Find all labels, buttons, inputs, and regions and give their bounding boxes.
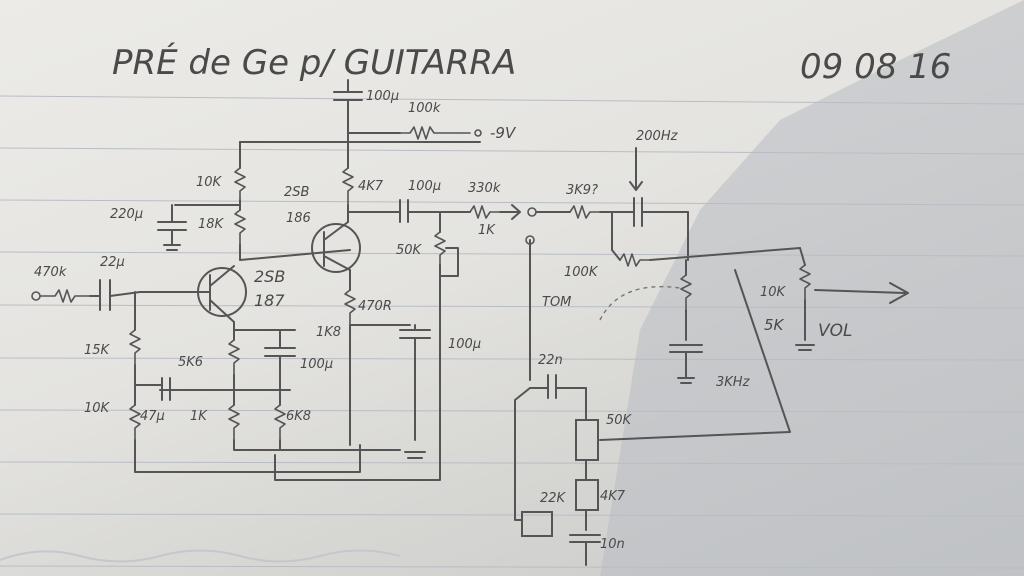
label-freq-3khz: 3KHz — [716, 375, 751, 390]
label-cap-100u-right: 100µ — [448, 337, 481, 352]
label-cap-220u: 220µ — [110, 207, 143, 222]
label-res-330k: 330k — [468, 181, 501, 196]
label-res-470r: 470R — [358, 299, 392, 314]
label-res-4k7-tone: 4K7 — [600, 489, 626, 504]
transistor-q2 — [311, 141, 431, 459]
tone-stage — [514, 147, 801, 566]
label-q2-type-b: 186 — [286, 211, 311, 226]
label-cap-22n: 22n — [538, 353, 563, 368]
label-res-1k-bottom: 1K — [190, 409, 208, 424]
volume-stage — [795, 247, 909, 351]
emitter-network — [134, 321, 401, 451]
label-cap-22u: 22µ — [100, 255, 125, 270]
label-res-6k8: 6K8 — [286, 409, 311, 424]
transistor-q1 — [139, 265, 247, 323]
label-res-470k-in: 470k — [34, 265, 67, 280]
schematic-title: PRÉ de Ge p/ GUITARRA — [112, 42, 516, 83]
label-res-22k: 22K — [540, 491, 567, 506]
label-res-18k: 18K — [198, 217, 225, 232]
label-tone: TOM — [542, 295, 571, 310]
label-freq-200hz: 200Hz — [636, 129, 679, 144]
label-cap-100u-out: 100µ — [408, 179, 441, 194]
label-res-1k-out: 1K — [478, 223, 496, 238]
schematic-date: 09 08 16 — [800, 47, 951, 87]
label-res-5k6: 5K6 — [178, 355, 203, 370]
label-res-4k7: 4K7 — [358, 179, 384, 194]
label-res-3k9: 3K9? — [566, 183, 598, 198]
label-res-5k-vol: 5K — [764, 316, 785, 334]
label-res-100k-top: 100k — [408, 101, 441, 116]
label-cap-47u: 47µ — [140, 409, 165, 424]
label-res-15k: 15K — [84, 343, 111, 358]
label-supply: -9V — [490, 124, 517, 142]
label-res-10k-vol: 10K — [760, 285, 787, 300]
label-vol: VOL — [818, 321, 852, 341]
input-stage — [31, 279, 361, 473]
label-q1-type-a: 2SB — [254, 267, 285, 286]
label-cap-10n: 10n — [600, 537, 625, 552]
label-q1-type-b: 187 — [254, 291, 285, 310]
component-labels: 100µ 100k -9V 10K 220µ 18K 2SB 186 4K7 1… — [34, 89, 852, 552]
bias-network — [157, 141, 351, 261]
label-res-1k8: 1K8 — [316, 325, 341, 340]
power-rail — [239, 79, 482, 143]
label-q2-type-a: 2SB — [284, 185, 310, 200]
label-pot-50k: 50K — [396, 243, 423, 258]
label-res-10k-left: 10K — [196, 175, 223, 190]
label-res-100k-tone: 100K — [564, 265, 599, 280]
label-pot-50k-tone: 50K — [606, 413, 633, 428]
label-cap-100u-mid: 100µ — [300, 357, 333, 372]
output-stage — [274, 199, 537, 481]
label-res-10k-bottom: 10K — [84, 401, 111, 416]
label-cap-100u-top: 100µ — [366, 89, 399, 104]
